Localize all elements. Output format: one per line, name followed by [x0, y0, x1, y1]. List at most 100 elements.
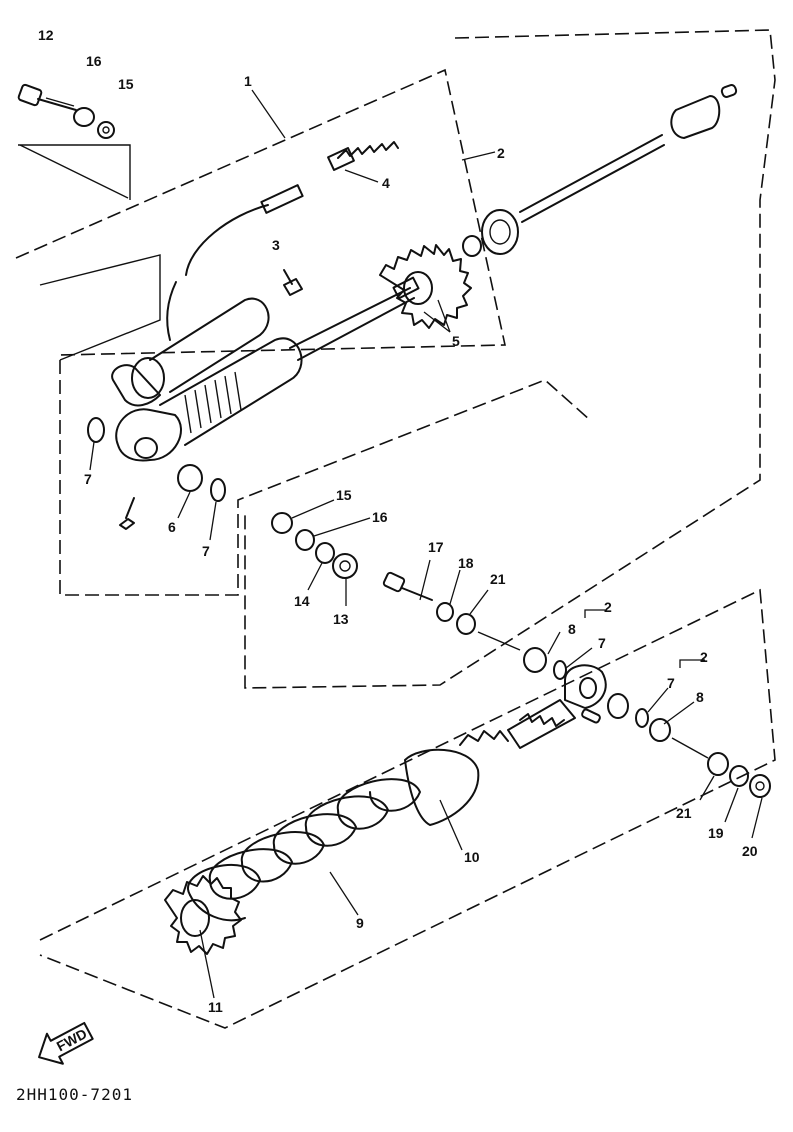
bolt-17-shank: [401, 587, 433, 601]
guide-seal: [462, 235, 482, 257]
preload-adjuster-ring-5: [379, 244, 472, 329]
callout-7-upper-left: 7: [84, 471, 92, 487]
bolt-12-head: [17, 83, 43, 107]
callout-14: 14: [294, 593, 310, 609]
nut-21-right: [707, 752, 729, 776]
shock-body-cylinder: [159, 337, 303, 446]
clevis-shaft: [507, 699, 576, 749]
bolt-12-thread: [45, 97, 75, 107]
spring-subassembly-frame: [39, 588, 776, 1029]
clevis-thread: [519, 713, 565, 727]
bushing-8-mid: [523, 647, 547, 673]
seal-16-mid: [295, 529, 315, 551]
reservoir-mount-boss: [111, 364, 161, 407]
bushing-13: [332, 553, 358, 579]
callout-12: 12: [38, 27, 54, 43]
screw-3-shank: [283, 269, 293, 285]
collar-14: [315, 542, 335, 564]
callout-10: 10: [464, 849, 480, 865]
nut-20: [749, 774, 771, 798]
circlip-7-right: [635, 708, 649, 728]
callout-21-right: 21: [676, 805, 692, 821]
reservoir-piston-parts: [462, 84, 738, 257]
hose-lower: [166, 281, 177, 341]
callout-17: 17: [428, 539, 444, 555]
spring-adjuster-ring-11: [164, 875, 242, 955]
callout-2-upper: 2: [497, 145, 505, 161]
callout-20: 20: [742, 843, 758, 859]
callout-19: 19: [708, 825, 724, 841]
nut-16: [73, 107, 95, 127]
circlip-7-mid: [553, 660, 567, 680]
shock-coil-body: [184, 371, 242, 434]
rod-guide: [481, 209, 519, 255]
callout-15-upper: 15: [118, 76, 134, 92]
cap-pin: [720, 84, 738, 98]
forward-direction-arrow: FWD: [38, 1021, 94, 1065]
bolt-inset-diagonal: [19, 144, 129, 199]
clevis-pin: [581, 708, 601, 724]
callout-4: 4: [382, 175, 390, 191]
reservoir-end: [131, 357, 165, 399]
reservoir-cap: [670, 95, 721, 139]
adjuster-spring-4: [337, 141, 399, 159]
bushing-right-a: [607, 693, 629, 719]
callout-7-mid: 7: [598, 635, 606, 651]
callout-13: 13: [333, 611, 349, 627]
callout-15-mid: 15: [336, 487, 352, 503]
callout-7-right: 7: [667, 675, 675, 691]
piston-rod-upper: [519, 134, 663, 213]
bolt-inset-frame: [18, 144, 131, 200]
hose-line: [185, 204, 269, 276]
damper-rod: [289, 287, 415, 361]
washer-15: [97, 121, 115, 139]
upper-eyelet: [115, 408, 182, 462]
washer-15-hole: [102, 126, 110, 134]
bolt-17-head: [382, 571, 406, 593]
reservoir-cylinder: [149, 297, 270, 393]
piston-rod-lower: [521, 144, 665, 223]
reservoir-subassembly-frame: [244, 29, 776, 689]
spring-seat-10: [404, 748, 480, 826]
coil-spring-9: [187, 778, 421, 900]
mounting-bolt-set: [17, 83, 115, 139]
bushing-6: [177, 464, 203, 492]
right-axis: [671, 737, 709, 759]
rod-end-thread: [392, 276, 420, 300]
callout-21-mid: 21: [490, 571, 506, 587]
callout-1: 1: [244, 73, 252, 89]
washer-18: [436, 602, 454, 622]
assembly-frames: [15, 29, 776, 1029]
adjuster-housing-4: [327, 147, 355, 171]
callout-7-lower-left: 7: [202, 543, 210, 559]
nut-21-mid: [456, 613, 476, 635]
bushing-8-right: [649, 718, 671, 742]
circlip-7-upper: [87, 417, 105, 443]
lower-clevis: [507, 647, 607, 749]
callout-6: 6: [168, 519, 176, 535]
callout-labels: 12 16 15 1 2 4 3 5 7 6 7 15 16 14 13 17 …: [38, 27, 758, 1015]
washer-19: [729, 765, 749, 787]
callout-8-mid: 8: [568, 621, 576, 637]
eyelet-bore: [134, 437, 158, 459]
reservoir-hose: [166, 141, 399, 341]
bolt-12-shank: [37, 98, 77, 111]
right-mount-parts: [607, 693, 771, 798]
clevis-body: [564, 664, 607, 709]
hose-fitting-4: [260, 184, 304, 214]
bolt-shank-lower: [119, 497, 135, 530]
circlip-7-lower: [210, 478, 226, 502]
lower-mount-bushings: [87, 417, 358, 579]
spring-retainer-teeth: [459, 730, 509, 746]
callout-16-mid: 16: [372, 509, 388, 525]
callout-8-right: 8: [696, 689, 704, 705]
spring-assembly: [164, 730, 509, 955]
reservoir-cap-screw-3: [283, 278, 303, 296]
adjuster-inset-frame: [39, 254, 161, 361]
callout-16-upper: 16: [86, 53, 102, 69]
callout-2-right: 2: [700, 649, 708, 665]
callout-9: 9: [356, 915, 364, 931]
callout-11: 11: [208, 999, 223, 1015]
fwd-arrow-icon: [38, 1021, 94, 1065]
